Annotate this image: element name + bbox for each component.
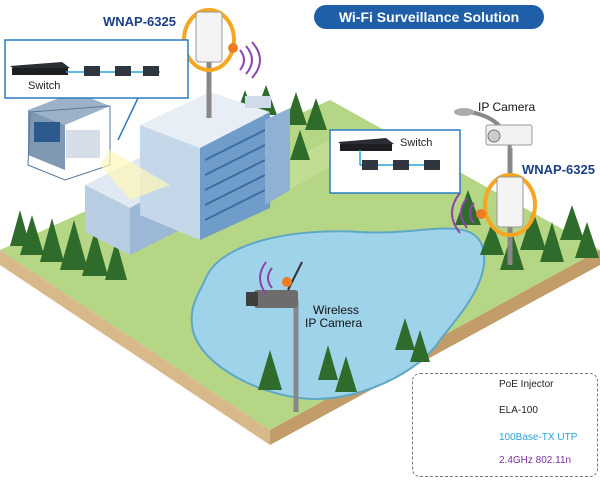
ip-camera-label: IP Camera (478, 100, 536, 114)
wifi-waves-camera (259, 261, 273, 295)
right-switch-icon (338, 138, 394, 151)
right-switch-label: Switch (400, 137, 433, 149)
wnap-right-device (476, 173, 537, 237)
ip-camera-icon (485, 124, 533, 146)
monitoring-room (27, 92, 170, 200)
wnap-right-label: WNAP-6325 (522, 162, 595, 177)
wireless-camera-label-line2: IP Camera (305, 316, 363, 330)
wifi-waves-right (451, 192, 475, 234)
legend-utp-label: 100Base-TX UTP (499, 432, 578, 443)
right-lamp (454, 108, 474, 116)
wnap-left-device (182, 8, 238, 72)
legend-poe-label: PoE Injector (499, 379, 554, 390)
legend-box: PoE Injector ELA-100 100Base-TX UTP 2.4G… (412, 373, 598, 477)
legend-wifi-label: 2.4GHz 802.11n (499, 455, 572, 466)
left-callout-pointer (117, 97, 139, 141)
ground-edge-left (0, 250, 270, 445)
left-injector-icons (84, 66, 159, 76)
wifi-waves-left (239, 41, 261, 79)
lake (190, 227, 486, 400)
left-switch-label: Switch (28, 80, 61, 92)
wireless-camera-label-line1: Wireless (313, 303, 360, 317)
right-injector-icons (362, 160, 440, 170)
left-switch-icon (10, 62, 70, 75)
wireless-camera-icon (246, 261, 303, 308)
wnap-left-label: WNAP-6325 (103, 14, 176, 29)
diagram-title: Wi-Fi Surveillance Solution (314, 5, 544, 29)
legend-ela-label: ELA-100 (499, 405, 538, 416)
